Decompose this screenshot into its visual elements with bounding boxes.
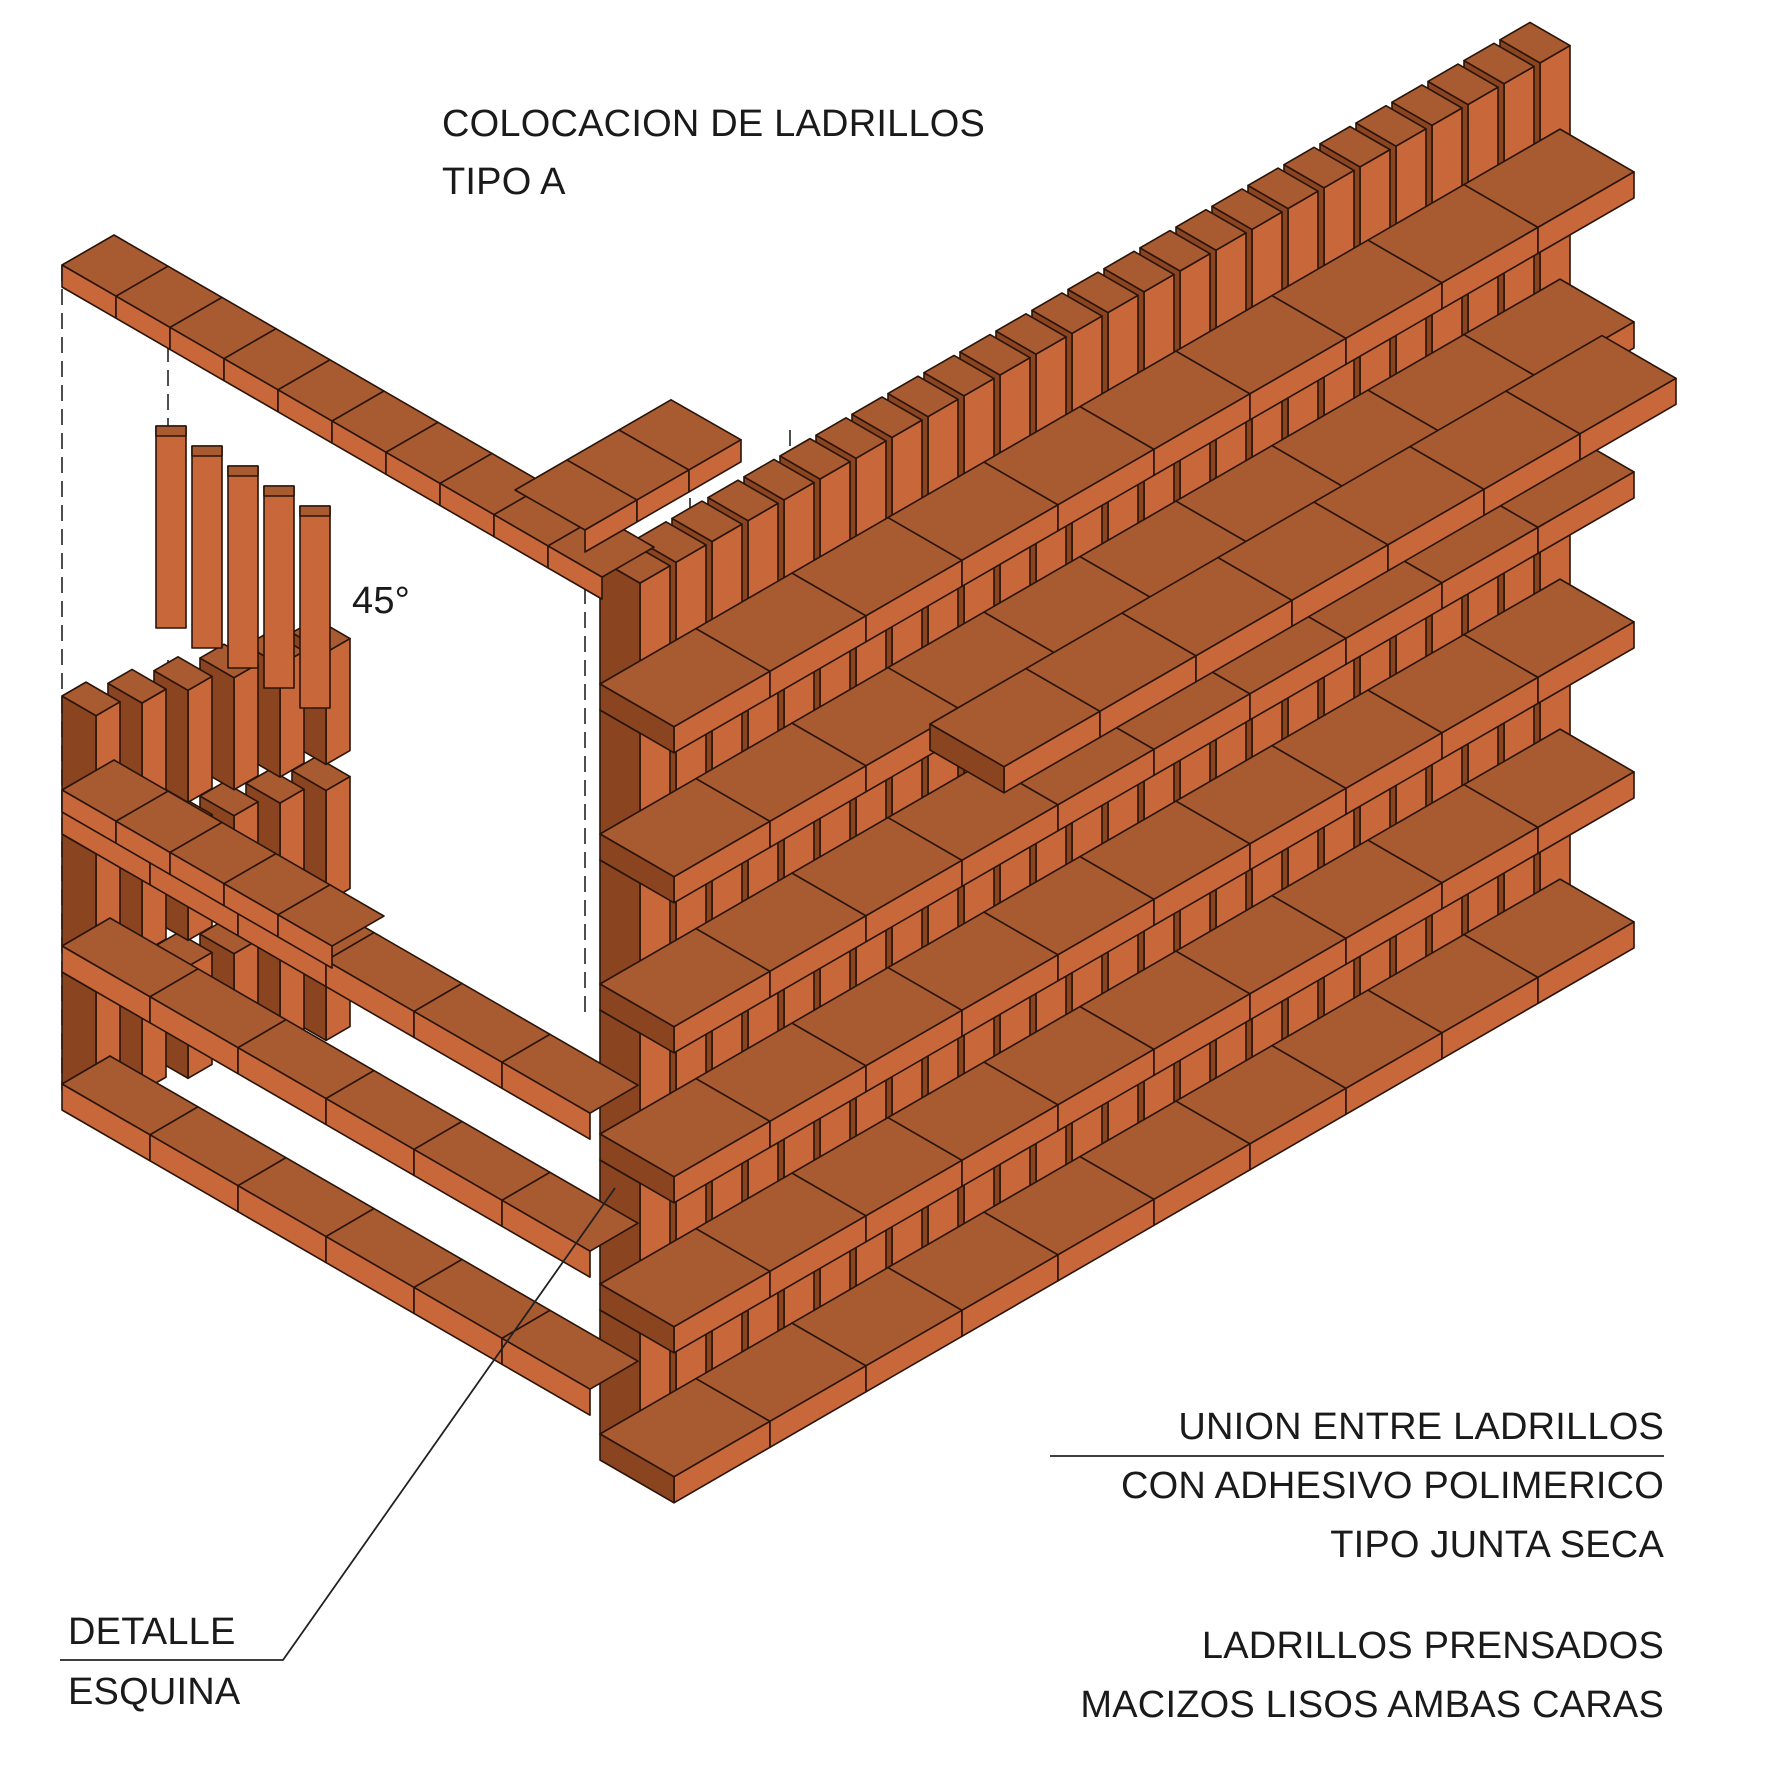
union-label-line-3: TIPO JUNTA SECA	[1330, 1524, 1664, 1566]
standing-brick-top	[153, 656, 213, 692]
standing-brick-top	[1283, 146, 1355, 189]
standing-brick-top	[1103, 250, 1175, 293]
corner-flat-brick-front	[501, 1337, 591, 1416]
standing-brick-top	[199, 781, 259, 817]
flat-brick-end	[599, 833, 675, 904]
standing-brick-top	[851, 396, 923, 439]
standing-brick-top	[1031, 292, 1103, 335]
exploded-brick-courses	[61, 234, 742, 969]
flat-brick-end	[599, 683, 675, 754]
bricks-label-line-1: LADRILLOS PRENSADOS	[1201, 1625, 1664, 1667]
standing-brick-top	[635, 521, 707, 564]
rotated-brick-front	[191, 445, 223, 649]
corner-brick-wall	[61, 618, 639, 1416]
bricks-label-line-2: MACIZOS LISOS AMBAS CARAS	[1080, 1684, 1664, 1726]
rotated-brick-top	[155, 425, 187, 437]
standing-brick-top	[1319, 125, 1391, 168]
standing-brick-top	[1139, 229, 1211, 272]
detail-label-line-2: ESQUINA	[68, 1671, 241, 1713]
standing-brick-front	[325, 775, 351, 904]
title-line-2: TIPO A	[442, 161, 566, 203]
title-line-1: COLOCACION DE LADRILLOS	[442, 103, 986, 145]
standing-brick-top	[1391, 84, 1463, 127]
flat-brick-front	[1537, 621, 1635, 705]
standing-brick-top	[61, 681, 121, 717]
corner-flat-brick-front	[501, 1061, 591, 1140]
flat-brick-end	[599, 1283, 675, 1354]
exploded-return-brick-front	[688, 439, 742, 493]
rotated-brick-top	[191, 445, 223, 457]
standing-brick-top	[743, 458, 815, 501]
standing-brick-top	[1355, 104, 1427, 147]
flat-brick-front	[1537, 921, 1635, 1005]
standing-brick-top	[1067, 271, 1139, 314]
rotated-brick-front	[299, 505, 331, 709]
rotated-brick-front	[227, 465, 259, 669]
corner-flat-brick-front	[501, 1199, 591, 1278]
detail-label-line-1: DETALLE	[68, 1611, 236, 1653]
standing-brick-top	[887, 375, 959, 418]
flat-brick-front	[1537, 171, 1635, 255]
exploded-small-brick-front	[277, 914, 333, 969]
long-brick-wall	[599, 21, 1677, 1504]
rotated-brick-top	[227, 465, 259, 477]
flat-brick-front	[1537, 471, 1635, 555]
flat-brick-end	[929, 723, 1005, 794]
flat-brick-end	[599, 1133, 675, 1204]
standing-brick-top	[671, 500, 743, 543]
standing-brick-top	[779, 437, 851, 480]
label-leader-lines	[60, 1187, 1664, 1661]
standing-brick-top	[995, 312, 1067, 356]
rotated-brick-front	[263, 485, 295, 689]
standing-brick-top	[1211, 188, 1283, 231]
standing-brick-top	[959, 333, 1031, 376]
angle-label: 45°	[352, 580, 411, 622]
standing-brick-front	[233, 663, 259, 791]
rotated-brick-top	[299, 505, 331, 517]
standing-brick-top	[1175, 208, 1247, 251]
standing-brick-top	[1427, 63, 1499, 106]
flat-brick-end	[599, 1433, 675, 1504]
standing-brick-top	[1499, 21, 1571, 64]
rotated-brick-front	[155, 425, 187, 629]
union-label-line-2: CON ADHESIVO POLIMERICO	[1120, 1465, 1664, 1507]
standing-brick-front	[187, 675, 213, 804]
exploded-brick-front	[547, 545, 603, 600]
standing-brick-top	[815, 417, 887, 460]
union-label-line-1: UNION ENTRE LADRILLOS	[1178, 1406, 1664, 1448]
flat-brick-front	[1537, 771, 1635, 855]
standing-brick-top	[1247, 167, 1319, 210]
standing-brick-top	[245, 768, 305, 804]
rotated-brick-top	[263, 485, 295, 497]
standing-brick-top	[107, 668, 167, 704]
standing-brick-top	[707, 479, 779, 522]
flat-brick-end	[599, 983, 675, 1054]
flat-brick-front	[1579, 377, 1677, 461]
standing-brick-top	[923, 354, 995, 397]
standing-brick-top	[1463, 42, 1535, 85]
standing-brick-top	[291, 756, 351, 792]
